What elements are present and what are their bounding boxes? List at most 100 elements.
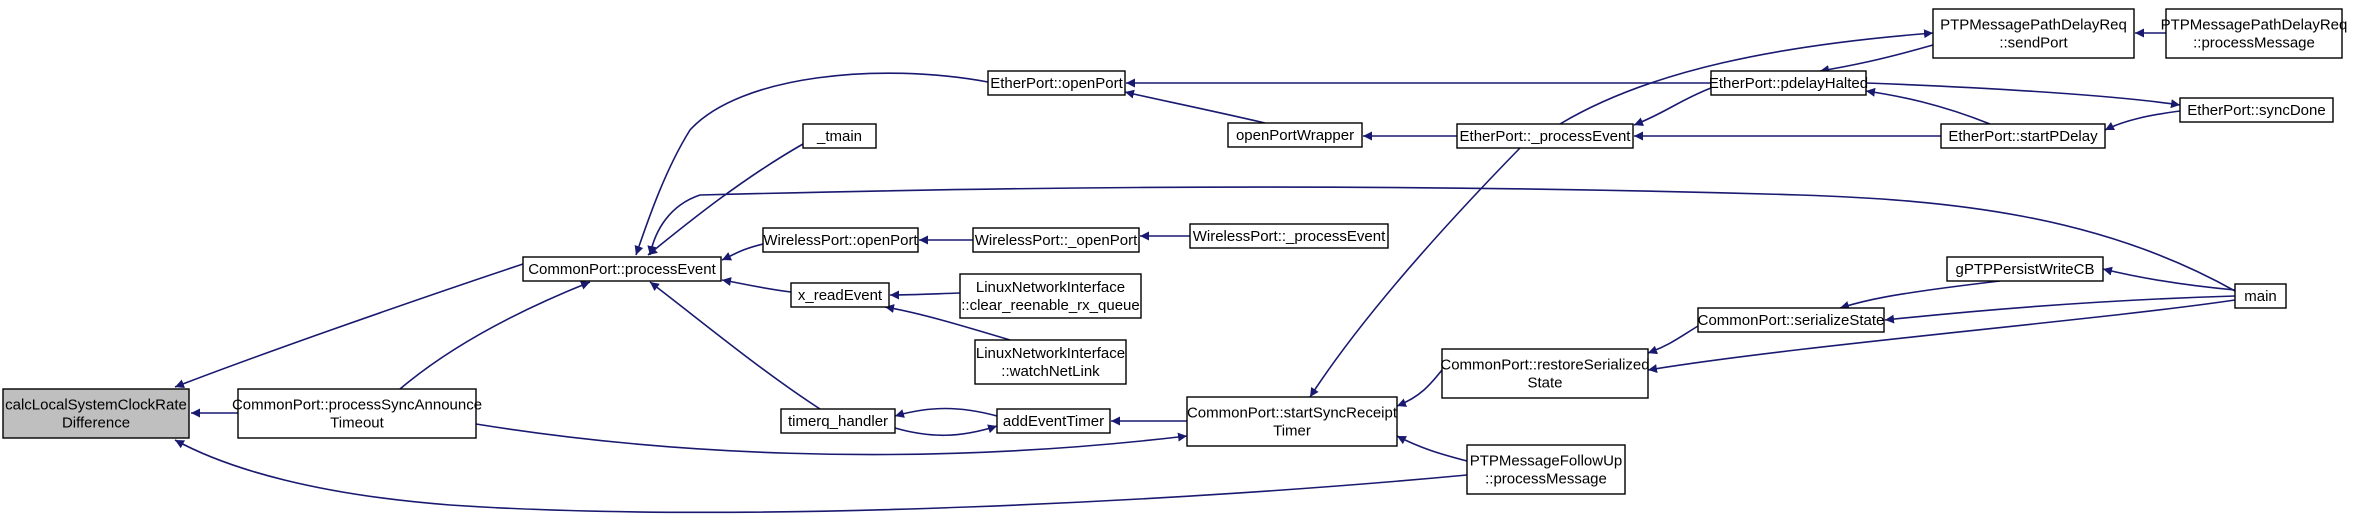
node-cp-pe[interactable]: CommonPort::processEvent bbox=[522, 256, 722, 282]
edge-line bbox=[1839, 280, 2001, 310]
node-label: ::sendPort bbox=[1999, 35, 2068, 52]
edge-lni_watch-to-x_read bbox=[884, 304, 1011, 341]
node-box bbox=[987, 70, 1126, 96]
node-wp--open[interactable]: WirelessPort::_openPort bbox=[972, 227, 1140, 253]
edge-line bbox=[1396, 435, 1468, 462]
edge-ep_pdh-to-ep__pe bbox=[1633, 87, 1712, 126]
node-box bbox=[2179, 97, 2334, 123]
node-label: calcLocalSystemClockRate bbox=[5, 397, 187, 414]
node-gptp-cb[interactable]: gPTPPersistWriteCB bbox=[1946, 256, 2104, 282]
edge-pdr_send-to-ep_pdh bbox=[1819, 44, 1934, 74]
node-lni-watch[interactable]: LinuxNetworkInterface::watchNetLink bbox=[974, 339, 1127, 385]
node-box bbox=[762, 227, 919, 253]
node-box bbox=[1456, 123, 1634, 149]
node-box bbox=[972, 227, 1140, 253]
edge-cp_psat-to-cp_ssrt bbox=[475, 423, 1188, 456]
node-opw[interactable]: openPortWrapper bbox=[1227, 122, 1363, 148]
node-wp-open[interactable]: WirelessPort::openPort bbox=[762, 227, 919, 253]
edge-line bbox=[889, 290, 961, 300]
node-addtimer[interactable]: addEventTimer bbox=[996, 408, 1111, 434]
edge-line bbox=[1865, 82, 2181, 109]
node-wp--pe[interactable]: WirelessPort::_processEvent bbox=[1189, 223, 1389, 249]
node-label: main bbox=[2244, 288, 2277, 305]
edge-line bbox=[884, 304, 1011, 341]
node-box bbox=[1697, 307, 1885, 333]
node-label: gPTPPersistWriteCB bbox=[1956, 261, 2095, 278]
node-label: _tmain bbox=[816, 128, 862, 145]
edge-lni_clear-to-x_read bbox=[889, 290, 961, 300]
node-ep--pe[interactable]: EtherPort::_processEvent bbox=[1456, 123, 1634, 149]
edge-line bbox=[1884, 295, 2236, 324]
node-label: CommonPort::restoreSerialized bbox=[1440, 357, 1649, 374]
node-label: LinuxNetworkInterface bbox=[976, 279, 1125, 296]
node-label: EtherPort::syncDone bbox=[2187, 102, 2325, 119]
edge-line bbox=[1647, 299, 2236, 373]
node-pdr-pm[interactable]: PTPMessagePathDelayReq::processMessage bbox=[2161, 8, 2348, 59]
node-ep-sync[interactable]: EtherPort::syncDone bbox=[2179, 97, 2334, 123]
edge-cp_ss-to-cp_rss bbox=[1647, 325, 1699, 355]
node-timerq[interactable]: timerq_handler bbox=[780, 408, 896, 434]
edge-line bbox=[2104, 110, 2181, 131]
node-box bbox=[1710, 70, 1867, 96]
node-box bbox=[522, 256, 722, 282]
node-box bbox=[237, 388, 477, 439]
node-x-read[interactable]: x_readEvent bbox=[790, 282, 890, 308]
node-box bbox=[1441, 348, 1649, 399]
edge-line bbox=[1647, 325, 1699, 355]
edge-ptp_fu-to-cp_ssrt bbox=[1396, 435, 1468, 462]
node-label: ::watchNetLink bbox=[1001, 363, 1100, 380]
edge-line bbox=[647, 143, 804, 256]
node-label: EtherPort::_processEvent bbox=[1460, 128, 1632, 145]
node-label: ::processMessage bbox=[1485, 471, 1607, 488]
edge-timerq-to-addtimer bbox=[894, 424, 998, 437]
node-box bbox=[1946, 256, 2104, 282]
edge-timerq-to-cp_pe bbox=[649, 281, 821, 410]
node-box bbox=[802, 123, 877, 149]
node-cp-ss[interactable]: CommonPort::serializeState bbox=[1697, 307, 1885, 333]
edge-line bbox=[174, 263, 524, 388]
edge-line bbox=[894, 407, 998, 418]
node-lni-clear[interactable]: LinuxNetworkInterface::clear_reenable_rx… bbox=[959, 273, 1142, 319]
node-label: PTPMessagePathDelayReq bbox=[1940, 17, 2127, 34]
edge-ep_pdh-to-ep_sync bbox=[1865, 82, 2181, 109]
node-box bbox=[790, 282, 890, 308]
node-ptp-fu[interactable]: PTPMessageFollowUp::processMessage bbox=[1466, 444, 1626, 495]
edge-cp_rss-to-cp_ssrt bbox=[1396, 369, 1443, 407]
node-box bbox=[996, 408, 1111, 434]
node-box bbox=[2234, 283, 2287, 309]
edge-line bbox=[1559, 29, 1934, 125]
node-box bbox=[2165, 8, 2343, 59]
node-ep-spd[interactable]: EtherPort::startPDelay bbox=[1940, 123, 2106, 149]
edge-line bbox=[399, 281, 591, 390]
edge-line bbox=[1819, 44, 1934, 74]
node-box bbox=[780, 408, 896, 434]
edge-line bbox=[174, 439, 1468, 514]
edge-tmain-to-cp_pe bbox=[647, 143, 804, 256]
node-pdr-send[interactable]: PTPMessagePathDelayReq::sendPort bbox=[1932, 8, 2135, 59]
node-ep-open[interactable]: EtherPort::openPort bbox=[987, 70, 1126, 96]
node-label: x_readEvent bbox=[798, 287, 883, 304]
node-label: WirelessPort::_openPort bbox=[975, 232, 1138, 249]
node-box bbox=[1466, 444, 1626, 495]
node-tmain[interactable]: _tmain bbox=[802, 123, 877, 149]
node-ep-pdh[interactable]: EtherPort::pdelayHalted bbox=[1709, 70, 1868, 96]
edge-ep_sync-to-ep_spd bbox=[2104, 110, 2181, 131]
edge-line bbox=[647, 186, 2236, 292]
node-box bbox=[1186, 396, 1398, 447]
node-label: timerq_handler bbox=[788, 413, 888, 430]
edges-layer bbox=[174, 28, 2236, 514]
node-box bbox=[1227, 122, 1363, 148]
node-label: PTPMessageFollowUp bbox=[1470, 453, 1623, 470]
edge-line bbox=[1865, 87, 1991, 125]
edge-main-to-cp_pe bbox=[647, 186, 2236, 292]
edge-ep__pe-to-cp_ssrt bbox=[1309, 147, 1521, 398]
edge-cp_pe-to-calc bbox=[174, 263, 524, 388]
edge-ep_spd-to-ep_pdh bbox=[1865, 87, 1991, 125]
edge-main-to-cp_rss bbox=[1647, 299, 2236, 373]
node-label: State bbox=[1527, 375, 1562, 392]
node-main[interactable]: main bbox=[2234, 283, 2287, 309]
